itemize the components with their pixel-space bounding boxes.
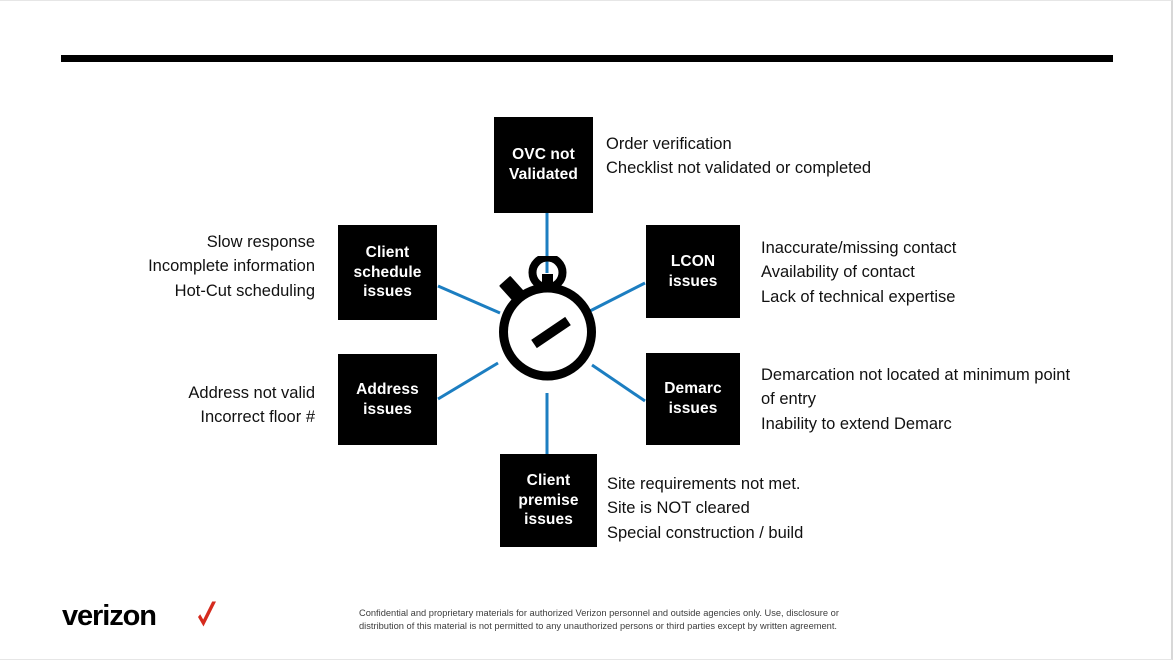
title-divider-rule xyxy=(61,55,1113,62)
verizon-logo: verizon xyxy=(62,600,216,632)
confidentiality-notice: Confidential and proprietary materials f… xyxy=(359,608,839,632)
verizon-wordmark: verizon xyxy=(62,600,156,632)
node-details-demarc: Demarcation not located at minimum point… xyxy=(761,366,1071,433)
checkmark-icon xyxy=(198,601,216,627)
connector-schedule xyxy=(437,284,501,315)
connector-lcon xyxy=(587,281,646,314)
stopwatch-icon xyxy=(499,256,596,381)
connector-demarc xyxy=(591,363,646,403)
node-details-client-premise: Site requirements not met.Site is NOT cl… xyxy=(607,475,804,542)
connector-address xyxy=(437,361,499,401)
